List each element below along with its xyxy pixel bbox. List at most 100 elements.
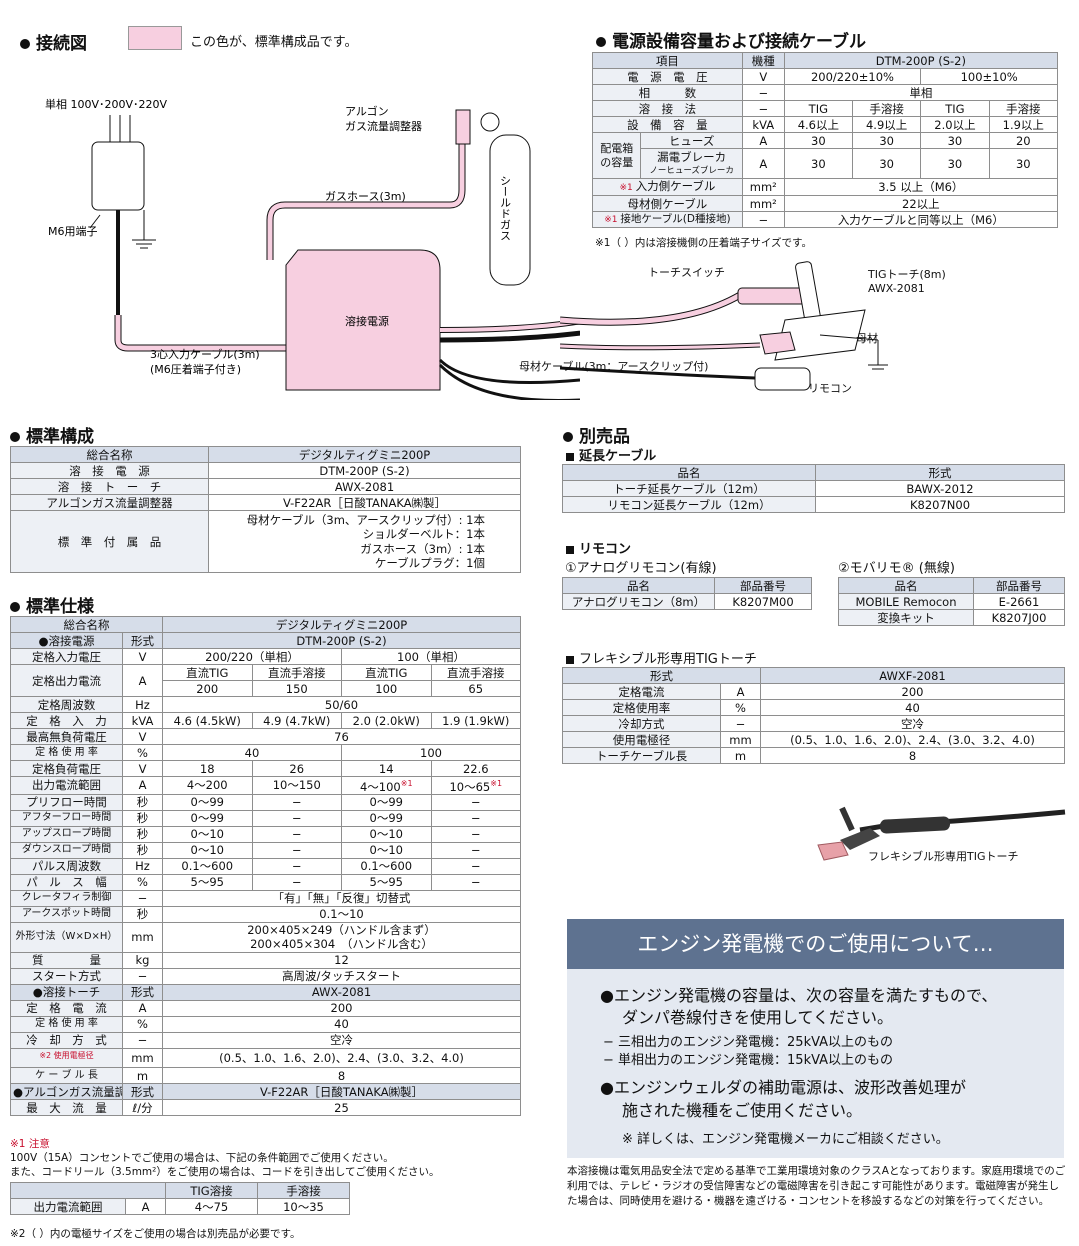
ext-cable-title: 延長ケーブル [566, 445, 656, 464]
table-row: 定 格 使 用 率%40 [10, 1015, 521, 1033]
table-row: ※1 接地ケーブル(D種接地)−入力ケーブルと同等以上（M6） [592, 211, 1059, 228]
spec-title: 標準仕様 [10, 592, 94, 617]
ext-cable-table: 品名形式 トーチ延長ケーブル（12m）BAWX-2012 リモコン延長ケーブル（… [562, 464, 1065, 513]
table-row: 定格使用率%40 [562, 699, 1065, 716]
torch-diagram [560, 261, 888, 391]
input-cable-label: 3心入力ケーブル(3m) [150, 347, 260, 361]
mobile-remote-title: ②モバリモ® (無線) [838, 561, 955, 576]
note2: ※2（ ）内の電極サイズをご使用の場合は別売品が必要です。 [10, 1228, 301, 1240]
std-config-title: 標準構成 [10, 422, 94, 447]
svg-text:(M6圧着端子付き): (M6圧着端子付き) [150, 362, 241, 376]
table-row: 総合名称デジタルティグミニ200P [10, 446, 521, 463]
table-row: スタート方式−高周波/タッチスタート [10, 967, 521, 985]
connection-diagram: 単相 100V･200V･220V M6用端子 ガスホース(3m) アルゴン ガ… [45, 97, 580, 400]
engine-panel-title: エンジン発電機でのご使用について… [567, 919, 1064, 969]
shield-gas-cylinder [489, 134, 531, 286]
flex-torch-caption: フレキシブル形専用TIGトーチ [868, 850, 1019, 863]
engine-point2: ●エンジンウェルダの補助電源は、波形改善処理が [600, 1078, 966, 1097]
analog-remote-table: 品名部品番号 アナログリモコン（8m）K8207M00 [562, 577, 812, 610]
engine-point2-cont: 施された機種をご使用ください。 [622, 1101, 863, 1120]
gas-hose-label: ガスホース(3m) [325, 190, 406, 203]
base-label: 母材 [856, 332, 878, 345]
breaker-box [91, 141, 145, 211]
welder-unit [285, 249, 441, 391]
flex-torch-image [817, 806, 1066, 861]
engine-three-phase: − 三相出力のエンジン発電機：25kVA以上のもの [603, 1035, 894, 1050]
base-cable-label: 母材ケーブル(3m：アースクリップ付) [519, 360, 709, 373]
flex-torch-title: フレキシブル形専用TIGトーチ [566, 648, 757, 667]
remote-title: リモコン [566, 538, 631, 557]
power-table-title: 電源設備容量および接続ケーブル [596, 27, 866, 52]
table-row: 総合名称デジタルティグミニ200P [10, 616, 521, 633]
emc-footer: 本溶接機は電気用品安全法で定める基準で工業用環境対象のクラスAとなっております。… [567, 1165, 1066, 1207]
engine-single-phase: − 単相出力のエンジン発電機：15kVA以上のもの [603, 1053, 894, 1068]
options-title: 別売品 [563, 422, 630, 447]
earth-clip [759, 331, 796, 355]
note1-line2: また、コードリール（3.5mm²）をご使用の場合は、コードを引き出してご使用くだ… [10, 1166, 440, 1178]
table-row: 標 準 付 属 品母材ケーブル（3m、アースクリップ付）: 1本ショルダーベルト… [10, 510, 521, 573]
power-label: 単相 100V･200V･220V [45, 97, 168, 111]
note1-title: ※1 注意 [10, 1138, 50, 1150]
welder-label: 溶接電源 [345, 314, 389, 328]
table-row: ●アルゴンガス流量調整器形式V-F22AR［日酸TANAKA㈱製］ [10, 1083, 521, 1101]
tig-torch [737, 287, 809, 305]
connection-diagram-title: 接続図 [20, 29, 87, 54]
flow-meter [455, 109, 471, 145]
swatch-caption: この色が、標準構成品です。 [190, 35, 358, 50]
table-row: パ ル ス 幅%5～95−5～95− [10, 873, 521, 891]
terminal-label: M6用端子 [48, 225, 98, 238]
remote-control [754, 367, 811, 391]
shield-gas-label: シールドガス [499, 175, 512, 241]
engine-note: ※ 詳しくは、エンジン発電機メーカにご相談ください。 [622, 1132, 949, 1147]
analog-remote-title: ①アナログリモコン(有線) [565, 561, 717, 576]
table-row: 冷 却 方 式−空冷 [10, 1031, 521, 1049]
tig-torch-label: TIGトーチ(8m) AWX-2081 [868, 268, 946, 295]
engine-point1-cont: ダンパ巻線付きを使用してください。 [622, 1008, 894, 1027]
svg-text:ガス流量調整器: ガス流量調整器 [345, 119, 422, 133]
engine-point1: ●エンジン発電機の容量は、次の容量を満たすもので、 [600, 986, 998, 1005]
standard-color-swatch [128, 26, 182, 50]
power-table-note: ※1（ ）内は溶接機側の圧着端子サイズです。 [595, 237, 812, 249]
table-row: 相 数−単相 [592, 84, 1059, 101]
torch-switch-label: トーチスイッチ [648, 266, 725, 279]
remote-label: リモコン [808, 382, 852, 395]
